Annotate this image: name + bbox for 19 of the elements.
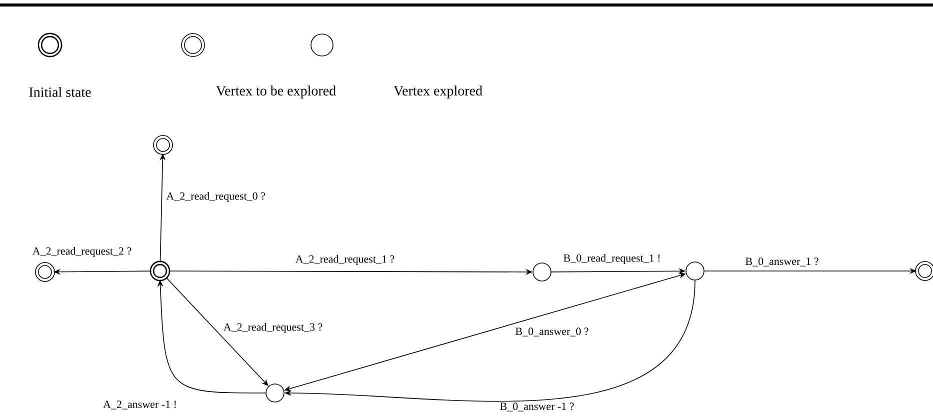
state-double-circle	[915, 261, 933, 281]
legend-text: Vertex explored	[394, 86, 482, 98]
edge-label: B_0_answer_0 ?	[514, 326, 590, 338]
state-double-circle	[153, 135, 173, 155]
initial-state-circle	[150, 260, 170, 282]
edge-label: B_0_read_request_1 !	[562, 253, 662, 265]
edge-label: A_2_read_request_2 ?	[31, 246, 133, 258]
legend-text: Vertex to be explored	[216, 86, 336, 98]
state-circle	[686, 262, 704, 280]
legend-text: Initial state	[29, 87, 91, 97]
edge-label: B_0_answer -1 ?	[498, 402, 576, 412]
edge-label: A_2_read_request_3 ?	[222, 322, 324, 334]
state-circle	[532, 262, 552, 282]
edge-label: A_2_answer -1 !	[102, 400, 178, 410]
edge-label: B_0_answer_1 ?	[744, 256, 820, 268]
edge-label: A_2_read_request_0 ?	[165, 191, 266, 203]
edge-label: A_2_read_request_1 ?	[294, 254, 396, 266]
state-circle	[266, 384, 284, 402]
state-double-circle	[35, 262, 55, 282]
